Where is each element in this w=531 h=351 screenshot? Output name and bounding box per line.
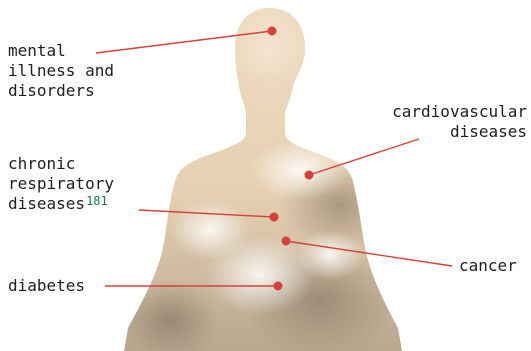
- respiratory-label: chronic respiratory diseases181: [8, 154, 114, 214]
- cardiovascular-label: cardiovascular diseases: [392, 102, 527, 142]
- cancer-label: cancer: [459, 256, 517, 276]
- cardiovascular-marker-dot: [305, 171, 314, 180]
- diabetes-label: diabetes: [8, 276, 85, 296]
- mental-illness-label: mental illness and disorders: [8, 41, 114, 101]
- mental-illness-marker-dot: [268, 27, 277, 36]
- cancer-marker-dot: [282, 237, 291, 246]
- diabetes-marker-dot: [274, 282, 283, 291]
- respiratory-marker-dot: [270, 213, 279, 222]
- respiratory-reference-number[interactable]: 181: [86, 194, 108, 208]
